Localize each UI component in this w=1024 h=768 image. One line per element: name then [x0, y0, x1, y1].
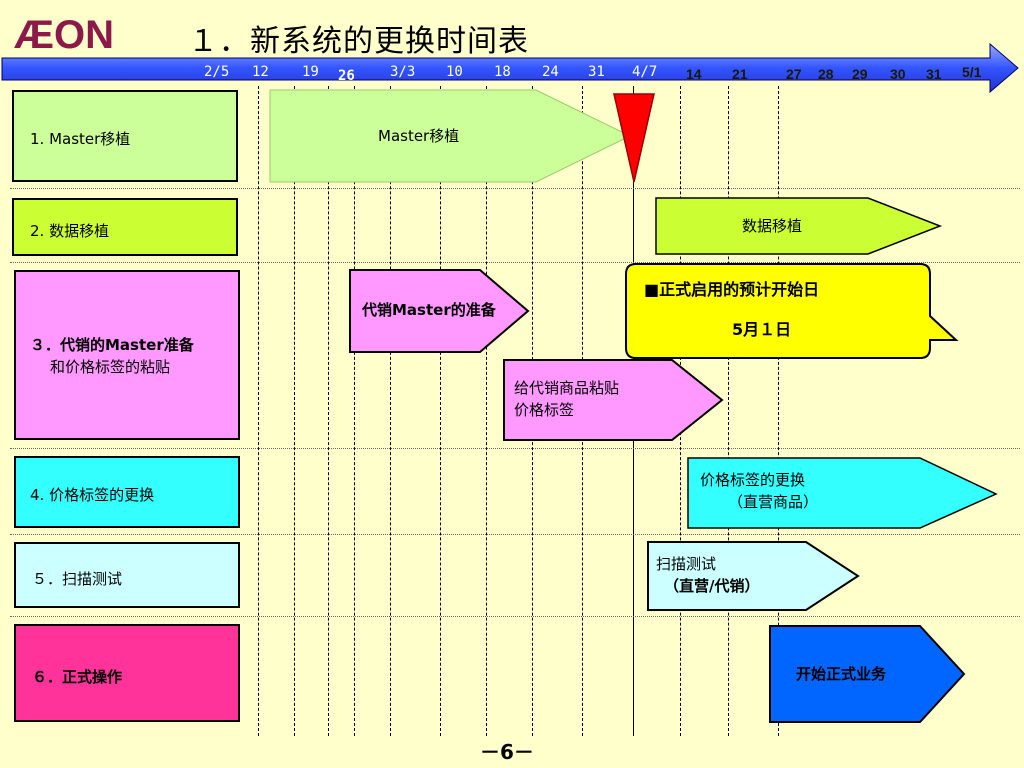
- grid-line: [486, 86, 487, 736]
- grid-line: [294, 86, 295, 736]
- grid-line: [728, 86, 729, 736]
- scan-arrow-line1: 扫描测试: [656, 555, 717, 573]
- timeline-tick: 28: [818, 66, 834, 82]
- row-label-text: ５．扫描测试: [32, 570, 123, 588]
- timeline-tick: 12: [252, 64, 269, 80]
- row-label-text: ６．正式操作: [32, 668, 123, 686]
- timeline-tick: 26: [338, 68, 355, 84]
- timeline-tick: 14: [686, 66, 702, 82]
- master-arrow-label: Master移植: [378, 127, 460, 145]
- timeline-tick: 30: [890, 66, 906, 82]
- timeline-tick: 24: [542, 64, 559, 80]
- label-arrow: [503, 359, 724, 441]
- row-label-consign: ３．代销的Master准备 和价格标签的粘贴: [14, 270, 240, 440]
- row-label-text: ３．代销的Master准备: [30, 336, 194, 354]
- row-label-master: 1. Master移植: [12, 90, 238, 182]
- row-label-live: ６．正式操作: [14, 624, 240, 722]
- logo-text: ÆON: [14, 14, 114, 54]
- start-arrow: [769, 625, 966, 723]
- timeline-tick: 2/5: [204, 64, 230, 80]
- grid-line: [328, 86, 329, 736]
- row-divider: [10, 616, 1020, 617]
- consign-prep-label: 代销Master的准备: [362, 301, 496, 319]
- page-title: １．新系统的更换时间表: [188, 24, 529, 59]
- row-divider: [10, 534, 1020, 535]
- timeline-tick: 10: [446, 64, 463, 80]
- grid-line: [354, 86, 355, 736]
- callout-line2: 5月１日: [732, 320, 792, 339]
- row-label-price: 4. 价格标签的更换: [14, 456, 240, 528]
- timeline-tick: 18: [494, 64, 511, 80]
- timeline-tick: 31: [926, 66, 942, 82]
- timeline-tick: 5/1: [962, 64, 982, 80]
- row-label-text: 4. 价格标签的更换: [30, 486, 155, 504]
- row-divider: [10, 188, 1020, 189]
- label-arrow-line2: 价格标签: [514, 401, 575, 419]
- scan-arrow: [647, 541, 860, 611]
- row-label-text: 和价格标签的粘贴: [50, 358, 171, 376]
- callout-box: [625, 263, 959, 359]
- data-arrow: [655, 197, 943, 255]
- callout-line1: ■正式启用的预计开始日: [644, 280, 820, 299]
- row-label-scan: ５．扫描测试: [14, 542, 240, 608]
- grid-line: [778, 86, 779, 736]
- row-label-text: 1. Master移植: [30, 130, 131, 148]
- consign-prep-arrow: [349, 269, 530, 353]
- start-arrow-label: 开始正式业务: [796, 665, 887, 683]
- row-label-data: 2. 数据移植: [12, 198, 238, 256]
- grid-line: [258, 86, 259, 736]
- scan-arrow-line2: （直营/代销）: [664, 577, 760, 595]
- price-arrow-line2: （直营商品）: [728, 493, 819, 511]
- timeline-tick: 19: [302, 64, 319, 80]
- row-divider: [10, 262, 1020, 263]
- timeline-bar: [0, 40, 1024, 100]
- row-label-text: 2. 数据移植: [30, 222, 110, 240]
- grid-line: [390, 86, 391, 736]
- master-arrow: [269, 89, 632, 183]
- timeline-tick: 3/3: [390, 64, 416, 80]
- row-divider: [10, 448, 1020, 449]
- data-arrow-label: 数据移植: [742, 217, 803, 235]
- timeline-tick: 4/7: [632, 64, 658, 80]
- price-arrow-line1: 价格标签的更换: [700, 471, 806, 489]
- timeline-tick: 27: [786, 66, 802, 82]
- today-marker: [613, 93, 655, 183]
- label-arrow-line1: 给代销商品粘贴: [514, 379, 620, 397]
- timeline-tick: 29: [852, 66, 868, 82]
- timeline-tick: 31: [588, 64, 605, 80]
- timeline-tick: 21: [732, 66, 748, 82]
- price-arrow: [687, 457, 998, 529]
- aeon-logo: ÆON: [14, 13, 126, 57]
- grid-line: [440, 86, 441, 736]
- page-number: －6－: [480, 740, 534, 764]
